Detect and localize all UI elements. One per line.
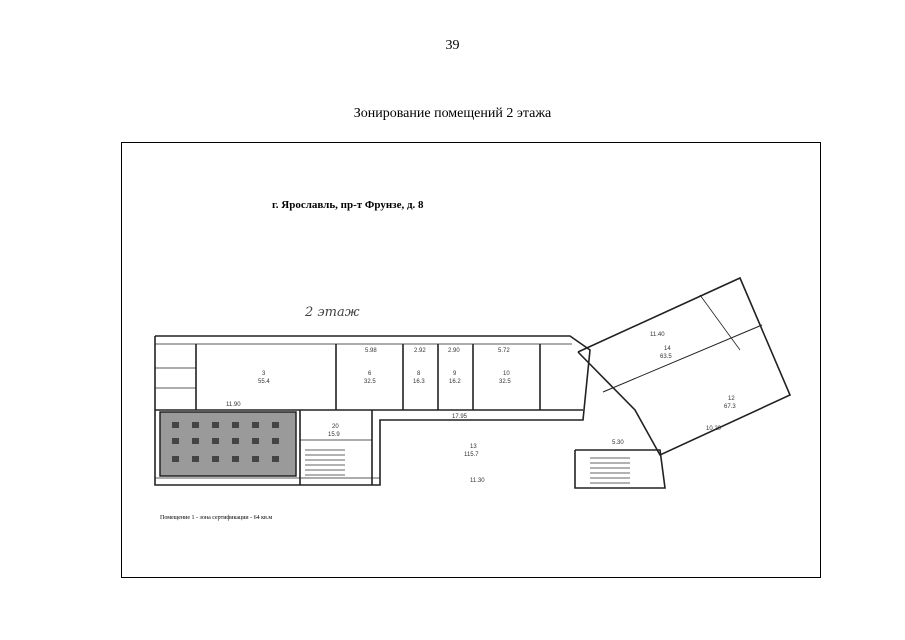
dimension-label: 5.30: [612, 440, 624, 446]
room-labels: 3 55.4 6 32.5 8 16.3 9 16.2 10 32.5 13 1…: [258, 346, 736, 458]
room-no: 13: [470, 444, 477, 450]
dimension-label: 11.40: [650, 332, 665, 338]
page-number: 39: [445, 38, 460, 53]
room-area: 67.3: [724, 404, 736, 410]
dimension-label: 17.95: [452, 414, 468, 420]
room-area: 15.9: [328, 432, 340, 438]
dimension-label: 10.20: [706, 426, 722, 432]
dimension-label: 5.72: [498, 348, 510, 354]
floor-note: 2 этаж: [304, 305, 360, 320]
plan-address: г. Ярославль, пр-т Фрунзе, д. 8: [272, 199, 424, 211]
room-no: 9: [453, 371, 457, 377]
room-area: 32.5: [499, 379, 511, 385]
document-title: Зонирование помещений 2 этажа: [353, 106, 552, 121]
room-area: 115.7: [464, 452, 479, 458]
certification-zone: [159, 411, 297, 477]
room-no: 3: [262, 371, 266, 377]
room-no: 20: [332, 424, 339, 430]
plan-walls: [154, 276, 792, 489]
dimension-label: 11.90: [226, 402, 241, 408]
stairs: [305, 449, 630, 484]
room-area: 16.2: [449, 379, 461, 385]
room-area: 32.5: [364, 379, 376, 385]
room-area: 55.4: [258, 379, 270, 385]
room-no: 12: [728, 396, 735, 402]
room-area: 16.3: [413, 379, 425, 385]
dimension-label: 2.92: [414, 348, 426, 354]
dimension-label: 11.30: [470, 478, 485, 484]
floor-plan-frame: [121, 142, 821, 578]
dimension-label: 2.90: [448, 348, 460, 354]
room-no: 14: [664, 346, 671, 352]
dimension-label: 5.98: [365, 348, 377, 354]
plan-caption: Помещение 1 - зона сертификации - 64 кв.…: [160, 515, 273, 521]
dimension-labels: 11.90 17.95 11.30 5.30 11.40 10.20 5.98 …: [226, 332, 722, 484]
room-area: 63.5: [660, 354, 672, 360]
room-no: 6: [368, 371, 372, 377]
room-no: 10: [503, 371, 510, 377]
room-no: 8: [417, 371, 421, 377]
